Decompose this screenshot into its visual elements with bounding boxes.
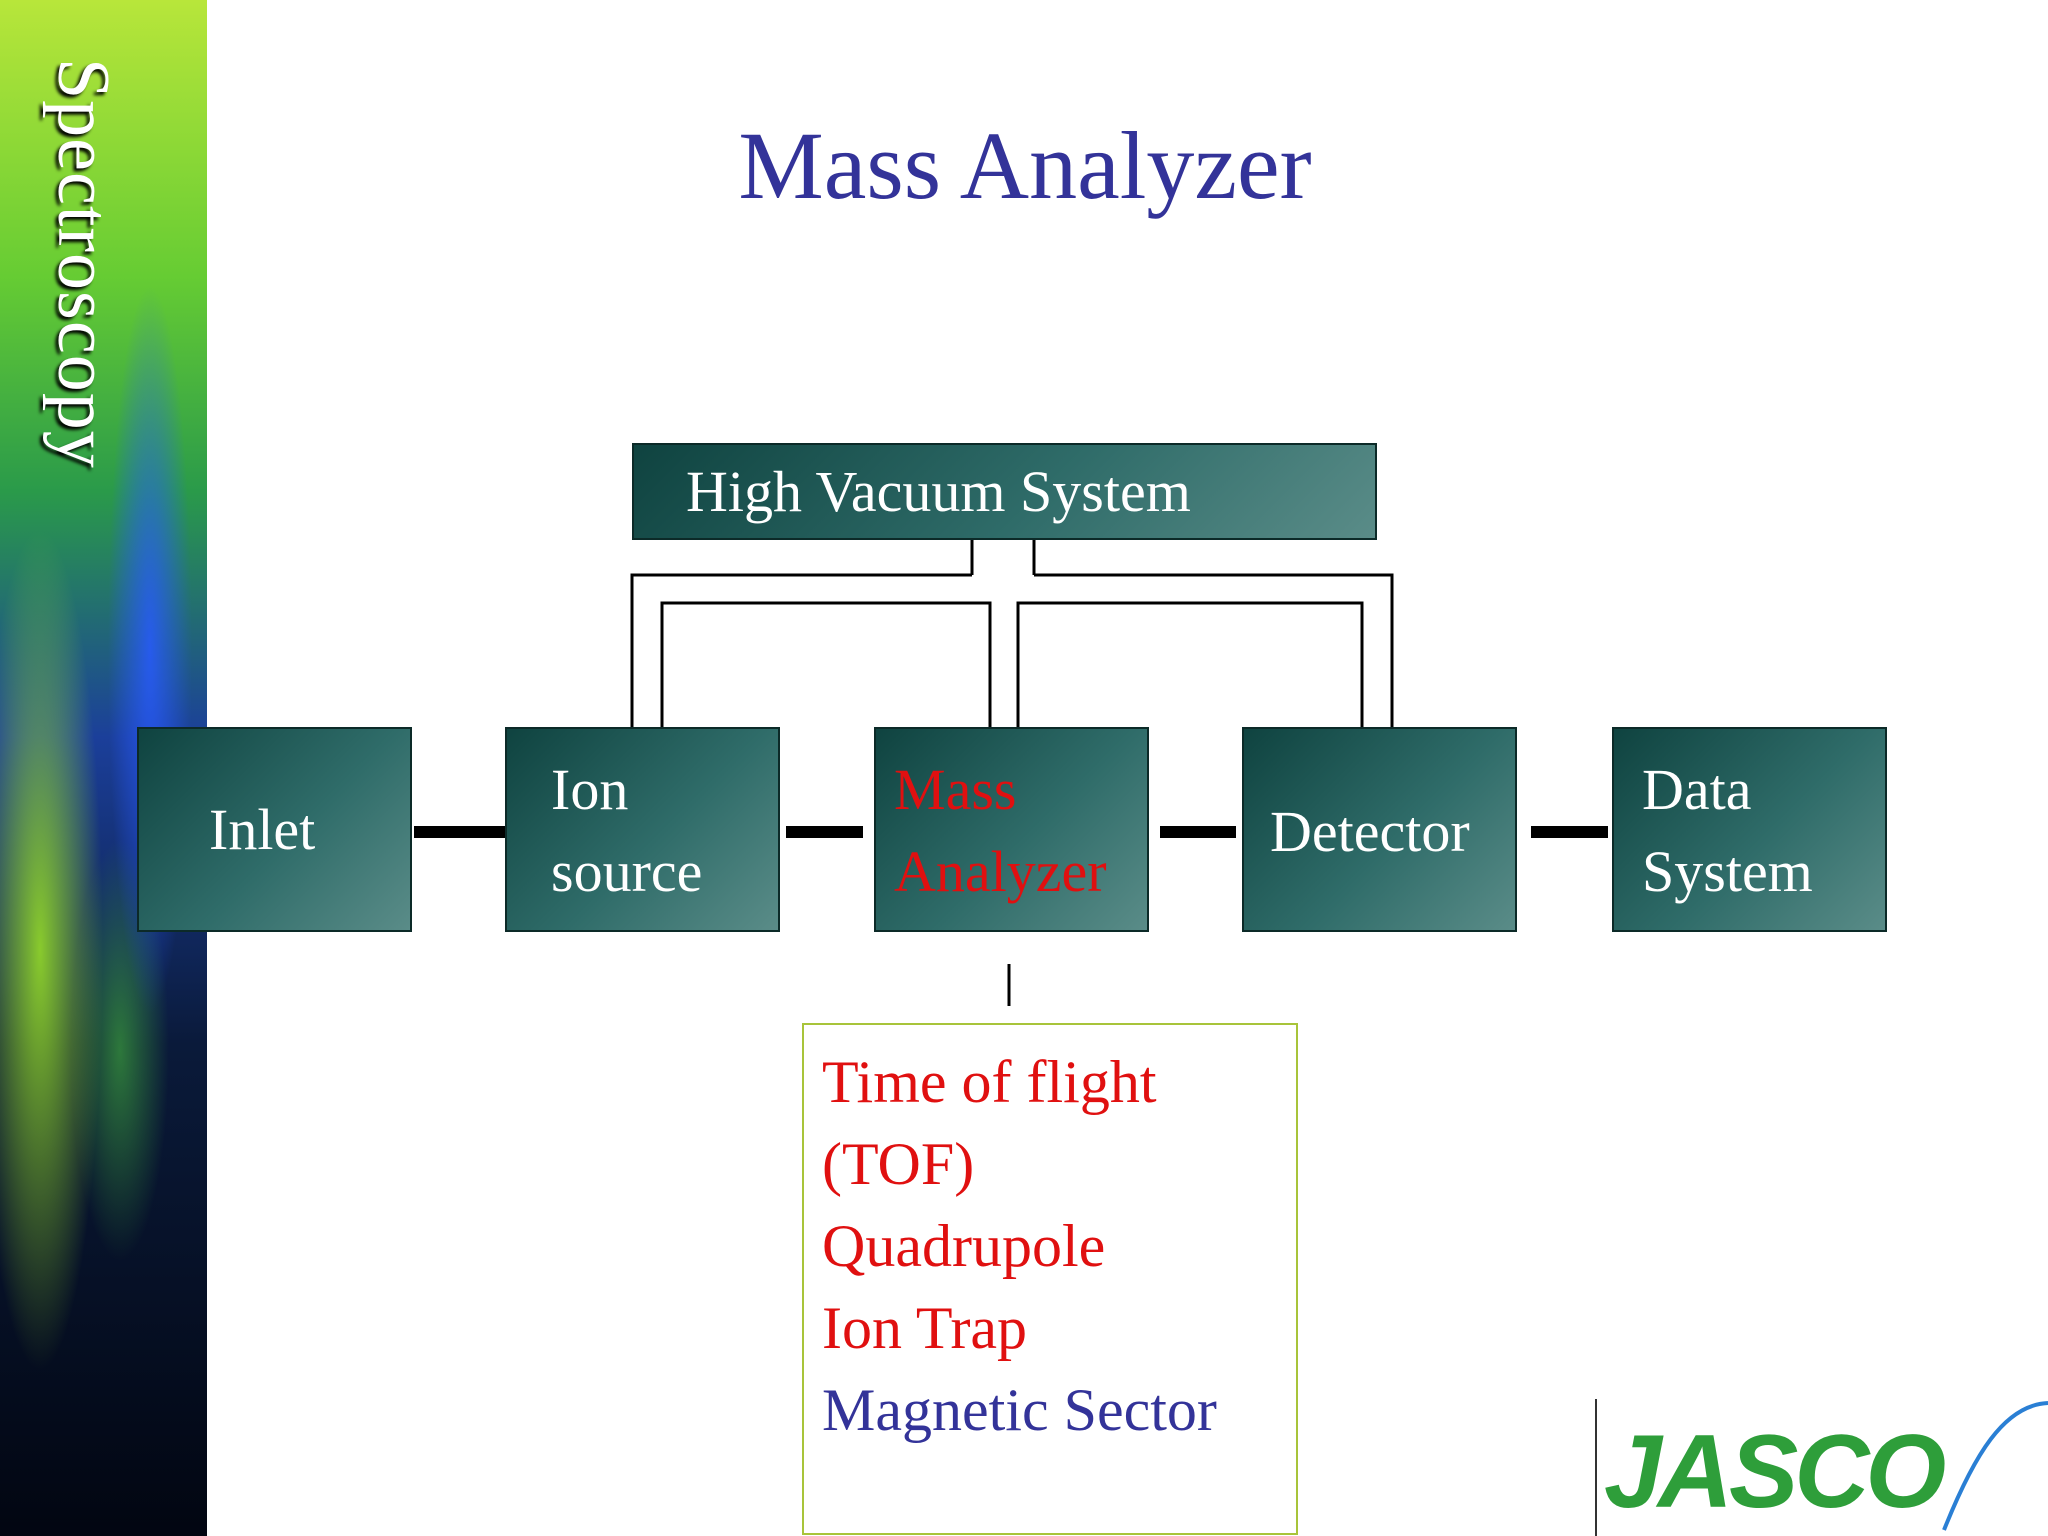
logo-wordmark: JASCO [1604, 1414, 1945, 1530]
analyzer-type-item: Ion Trap [822, 1295, 1028, 1361]
mass-analyzer-label: Mass Analyzer [894, 749, 1107, 913]
analyzer-type-item: (TOF) [822, 1131, 975, 1197]
vacuum-line-ion-inner [660, 601, 992, 727]
vacuum-line-det-outer [1034, 573, 1394, 727]
analyzer-type-item: Time of flight [822, 1049, 1157, 1115]
vacuum-line-ion-outer [630, 573, 972, 727]
vacuum-line-det-inner [1016, 601, 1364, 727]
mass-analyzer-label-line2: Analyzer [894, 839, 1107, 904]
mass-analyzer-box: Mass Analyzer [874, 727, 1149, 932]
ion-source-label-line1: Ion [551, 757, 629, 822]
detector-label: Detector [1270, 799, 1470, 864]
data-system-label-line2: System [1642, 839, 1813, 904]
analyzer-types-box: Time of flight (TOF) Quadrupole Ion Trap… [802, 1023, 1298, 1535]
mass-analyzer-label-line1: Mass [894, 757, 1017, 822]
analyzer-type-item: Magnetic Sector [822, 1377, 1217, 1443]
logo-arc-icon [1942, 1401, 2048, 1531]
data-system-label-line1: Data [1642, 757, 1752, 822]
jasco-logo: JASCO [1595, 1399, 2048, 1536]
detector-box: Detector [1242, 727, 1517, 932]
data-system-label: Data System [1642, 749, 1813, 913]
analyzer-types-list: Time of flight (TOF) Quadrupole Ion Trap… [822, 1041, 1217, 1451]
inlet-label: Inlet [209, 797, 316, 862]
inlet-box: Inlet [137, 727, 412, 932]
analyzer-type-item: Quadrupole [822, 1213, 1106, 1279]
high-vacuum-system-box: High Vacuum System [632, 443, 1377, 540]
ion-source-box: Ion source [505, 727, 780, 932]
ion-source-label-line2: source [551, 839, 703, 904]
page-title: Mass Analyzer [738, 112, 1312, 219]
data-system-box: Data System [1612, 727, 1887, 932]
ion-source-label: Ion source [551, 749, 702, 913]
high-vacuum-system-label: High Vacuum System [686, 459, 1191, 524]
sidebar-title: Spectroscopy [42, 58, 124, 469]
